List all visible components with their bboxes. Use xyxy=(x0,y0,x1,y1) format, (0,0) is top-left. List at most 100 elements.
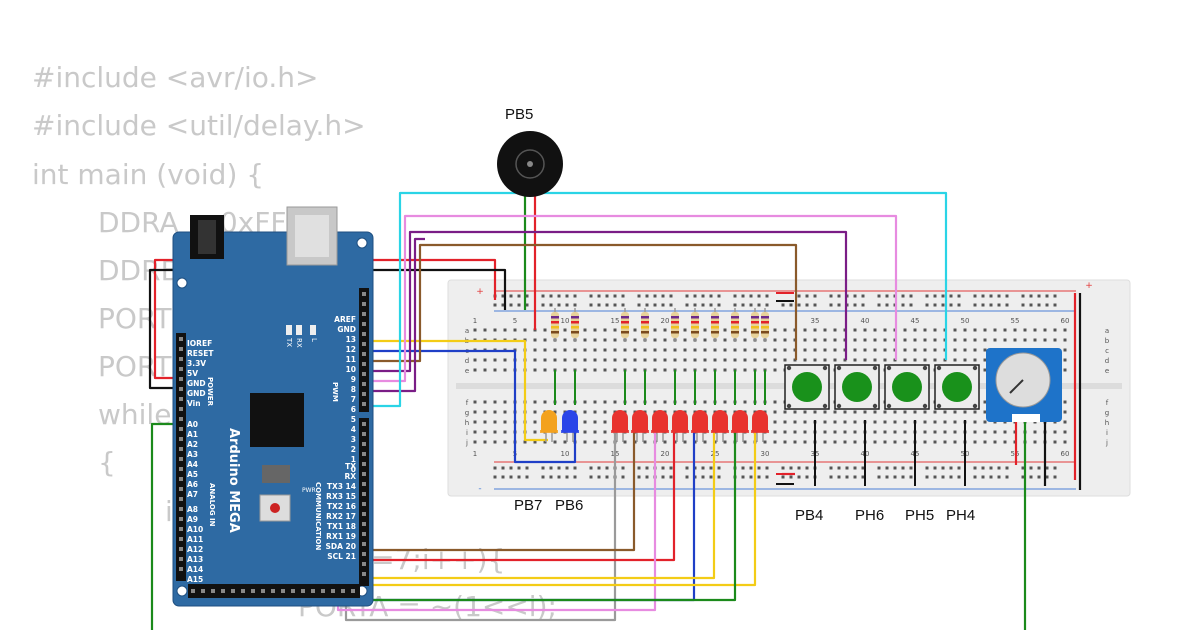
header-pin xyxy=(362,422,366,426)
bb-row-letter: h xyxy=(465,419,469,427)
rail-hole xyxy=(885,303,889,307)
bb-hole xyxy=(663,440,667,444)
bb-hole xyxy=(763,358,767,362)
bb-row-letter: e xyxy=(1105,367,1109,375)
bb-hole xyxy=(493,358,497,362)
bb-hole xyxy=(953,358,957,362)
header-pin xyxy=(362,492,366,496)
rail-hole xyxy=(1053,294,1057,298)
rail-hole xyxy=(493,475,497,479)
pushbutton-ph5[interactable] xyxy=(884,364,930,410)
rail-hole xyxy=(557,303,561,307)
rail-hole xyxy=(925,303,929,307)
rail-hole xyxy=(957,475,961,479)
bb-hole xyxy=(563,358,567,362)
rail-hole xyxy=(749,475,753,479)
power-pin-label: 5V xyxy=(187,369,198,378)
bb-hole xyxy=(543,328,547,332)
pushbutton-ph4[interactable] xyxy=(934,364,980,410)
bb-hole xyxy=(773,358,777,362)
bb-hole xyxy=(1003,440,1007,444)
potentiometer[interactable] xyxy=(986,348,1062,422)
bb-hole xyxy=(603,430,607,434)
comm-pin-label: RX2 17 xyxy=(326,512,356,521)
bb-hole xyxy=(653,338,657,342)
bb-hole xyxy=(493,328,497,332)
bb-hole xyxy=(803,328,807,332)
bb-hole xyxy=(633,358,637,362)
rail-hole xyxy=(645,466,649,470)
rail-hole xyxy=(637,466,641,470)
rail-hole xyxy=(741,294,745,298)
bb-hole xyxy=(703,368,707,372)
bb-hole xyxy=(903,328,907,332)
code-line: #include <avr/io.h> xyxy=(32,61,319,94)
rail-hole xyxy=(685,475,689,479)
rail-hole xyxy=(909,294,913,298)
bb-hole xyxy=(1043,328,1047,332)
bb-hole xyxy=(523,328,527,332)
bb-hole xyxy=(973,410,977,414)
bb-hole xyxy=(663,338,667,342)
pwm-pin-label: 3 xyxy=(351,435,356,444)
rail-hole xyxy=(893,475,897,479)
rail-hole xyxy=(709,466,713,470)
comm-label: COMMUNICATION xyxy=(314,482,322,551)
rail-hole xyxy=(893,466,897,470)
bb-hole xyxy=(473,420,477,424)
rail-hole xyxy=(997,475,1001,479)
comm-pin-label: SCL 21 xyxy=(327,552,356,561)
rail-minus: - xyxy=(478,484,481,494)
bb-hole xyxy=(523,440,527,444)
bb-hole xyxy=(503,328,507,332)
pwm-pin-label: 5 xyxy=(351,415,356,424)
header-pin xyxy=(179,507,183,511)
rail-hole xyxy=(637,294,641,298)
header-pin xyxy=(179,357,183,361)
bb-hole xyxy=(703,400,707,404)
led-porta-red xyxy=(671,410,689,442)
bb-hole xyxy=(953,410,957,414)
resistor xyxy=(731,308,739,342)
pushbutton-ph6[interactable] xyxy=(834,364,880,410)
bb-col-number-bottom: 20 xyxy=(661,450,670,458)
bb-hole xyxy=(783,420,787,424)
bb-row-letter: e xyxy=(465,367,469,375)
bb-hole xyxy=(1063,368,1067,372)
bb-hole xyxy=(823,440,827,444)
header-pin xyxy=(331,589,335,593)
bb-hole xyxy=(823,328,827,332)
bb-col-number-top: 60 xyxy=(1061,317,1070,325)
bb-hole xyxy=(983,400,987,404)
rail-hole xyxy=(757,475,761,479)
bb-hole xyxy=(873,440,877,444)
analog-pin-label: A11 xyxy=(187,535,203,544)
bb-hole xyxy=(493,368,497,372)
rail-hole xyxy=(765,294,769,298)
bb-hole xyxy=(973,328,977,332)
analog-pin-label: A15 xyxy=(187,575,203,584)
led-porta-red xyxy=(691,410,709,442)
bb-hole xyxy=(543,400,547,404)
header-pin xyxy=(179,467,183,471)
bb-hole xyxy=(833,420,837,424)
pwm-pin-label: 13 xyxy=(346,335,356,344)
bb-hole xyxy=(1063,358,1067,362)
analog-pin-label: A13 xyxy=(187,555,203,564)
rail-hole xyxy=(749,466,753,470)
rail-hole xyxy=(565,466,569,470)
bb-col-number-bottom: 60 xyxy=(1061,450,1070,458)
bb-hole xyxy=(813,338,817,342)
led-pb6-label: PB6 xyxy=(555,497,584,514)
bb-hole xyxy=(823,348,827,352)
tx-led-label: TX xyxy=(285,337,293,347)
rail-hole xyxy=(981,294,985,298)
rail-hole xyxy=(621,294,625,298)
bb-hole xyxy=(1023,338,1027,342)
header-pin xyxy=(311,589,315,593)
bb-hole xyxy=(703,348,707,352)
bb-row-letter: d xyxy=(1105,357,1109,365)
comm-pin-label: RX1 19 xyxy=(326,532,356,541)
header-pin xyxy=(179,477,183,481)
pushbutton-pb4[interactable] xyxy=(784,364,830,410)
